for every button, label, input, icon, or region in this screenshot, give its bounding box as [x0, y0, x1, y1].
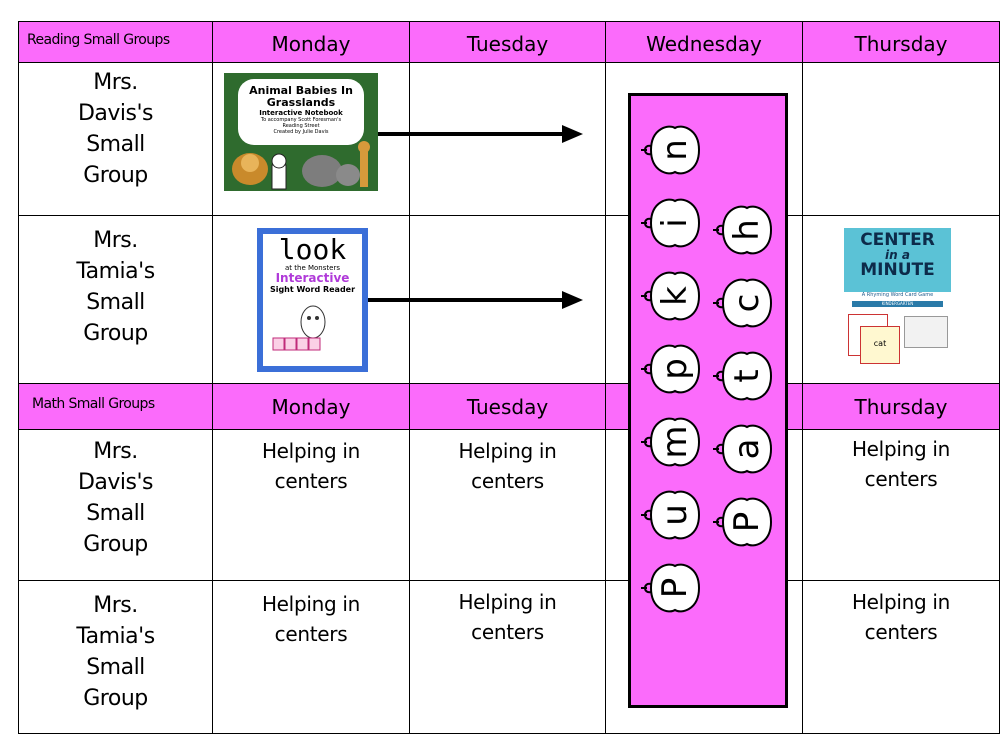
pumpkin-letter: P: [641, 554, 709, 622]
pumpkin-icon: [713, 351, 773, 401]
pumpkin-icon: [641, 563, 701, 613]
math-row-tamia-name: Mrs. Tamia's Small Group: [76, 593, 155, 711]
worksheet-thumbnail: [904, 316, 948, 348]
book-subtitle: Interactive Notebook: [259, 109, 343, 117]
book-line: Interactive: [275, 271, 350, 285]
pumpkin-letter: u: [641, 481, 709, 549]
pumpkin-letter-text: t: [727, 369, 767, 383]
book-line: Sight Word Reader: [269, 285, 356, 294]
book-line: To accompany Scott Foresman's: [260, 117, 342, 123]
pumpkin-letter: h: [713, 196, 781, 264]
pumpkin-icon: [641, 125, 701, 175]
pumpkin-letter: i: [641, 189, 709, 257]
book-line: Reading Street: [282, 123, 320, 129]
pumpkin-letter-text: P: [655, 577, 695, 599]
pumpkin-letter-text: m: [655, 425, 695, 459]
book-subtitle: at the Monsters: [285, 264, 340, 272]
pumpkin-icon: [713, 497, 773, 547]
math-tamia-tuesday: Helping in centers: [458, 590, 557, 644]
center-in-a-minute-cover: CENTER in a MINUTE A Rhyming Word Card G…: [844, 228, 951, 370]
pumpkin-letter: p: [641, 335, 709, 403]
reading-thursday-header: Thursday: [854, 32, 948, 56]
math-davis-thursday: Helping in centers: [851, 437, 951, 491]
pumpkin-icon: [641, 417, 701, 467]
arrow-right-icon: [378, 125, 583, 143]
grade-bar: KINDERGARTEN: [852, 301, 943, 307]
pumpkin-icon: [641, 198, 701, 248]
book-title: Animal Babies In Grasslands: [249, 84, 353, 109]
math-monday-header: Monday: [271, 395, 351, 419]
reading-wednesday-header: Wednesday: [646, 32, 762, 56]
pumpkin-icon: [713, 205, 773, 255]
reading-tuesday-header: Tuesday: [466, 32, 549, 56]
cover-subtitle: A Rhyming Word Card Game: [861, 292, 934, 298]
monster-illustration: [272, 305, 326, 351]
pumpkin-letter-text: i: [655, 218, 695, 228]
math-row-davis-name: Mrs. Davis's Small Group: [77, 439, 154, 557]
pumpkin-icon: [713, 424, 773, 474]
reading-row-davis-name: Mrs. Davis's Small Group: [77, 70, 154, 188]
book-title: look: [278, 233, 347, 266]
math-groups-label: Math Small Groups: [32, 396, 155, 412]
animals-illustration: [232, 141, 370, 190]
reading-row-tamia-name: Mrs. Tamia's Small Group: [76, 228, 155, 346]
math-tamia-monday: Helping in centers: [261, 592, 361, 646]
math-davis-tuesday: Helping in centers: [458, 439, 557, 493]
pumpkin-icon: [641, 271, 701, 321]
pumpkin-letter-text: k: [655, 286, 695, 306]
pumpkin-letter: t: [713, 342, 781, 410]
arrow-right-icon: [368, 291, 583, 309]
math-header-row: [18, 384, 1000, 430]
math-tuesday-header: Tuesday: [466, 395, 549, 419]
pumpkin-letter-text: n: [655, 139, 695, 161]
cover-line: MINUTE: [860, 260, 935, 280]
reading-monday-header: Monday: [271, 32, 351, 56]
math-tamia-thursday: Helping in centers: [851, 590, 951, 644]
pumpkin-letter: c: [713, 269, 781, 337]
animal-babies-book-cover: Animal Babies In Grasslands Interactive …: [224, 73, 378, 191]
cover-line: in a: [885, 248, 910, 262]
look-monsters-book-cover: look at the Monsters Interactive Sight W…: [257, 228, 368, 372]
pumpkin-icon: [641, 490, 701, 540]
reading-groups-label: Reading Small Groups: [27, 32, 170, 48]
pumpkin-letter-text: h: [727, 219, 767, 241]
reading-header-row: [18, 22, 1000, 63]
pumpkin-letter: a: [713, 415, 781, 483]
pumpkin-icon: [713, 278, 773, 328]
pumpkin-letter: k: [641, 262, 709, 330]
card-word: cat: [873, 339, 887, 348]
pumpkin-letter-text: P: [727, 511, 767, 533]
pumpkin-letter: m: [641, 408, 709, 476]
pumpkin-letter-text: u: [655, 504, 695, 526]
pumpkin-letter-text: a: [727, 438, 767, 460]
pumpkin-letter: n: [641, 116, 709, 184]
math-davis-monday: Helping in centers: [261, 439, 361, 493]
pumpkin-letter-text: c: [727, 293, 767, 313]
math-thursday-header: Thursday: [854, 395, 948, 419]
pumpkin-icon: [641, 344, 701, 394]
cover-line: CENTER: [860, 230, 935, 250]
pumpkin-letter-text: p: [655, 358, 695, 380]
pumpkin-letter: P: [713, 488, 781, 556]
book-line: Created by Julie Davis: [273, 129, 329, 135]
